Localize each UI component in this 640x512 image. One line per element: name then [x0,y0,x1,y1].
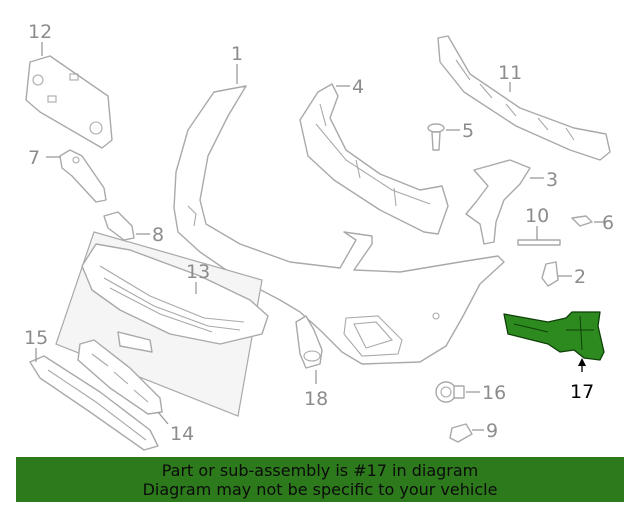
part-4-upper-support[interactable] [299,83,449,235]
part-17-highlighted-bracket[interactable] [503,311,605,361]
banner-line-2: Diagram may not be specific to your vehi… [142,479,498,499]
callout-15[interactable]: 15 [24,327,48,349]
callout-3[interactable]: 3 [546,169,558,191]
part-14-lower-grille[interactable] [77,339,163,415]
part-9-cover[interactable] [449,423,473,443]
part-5-bolt[interactable] [427,123,445,151]
part-13-grille[interactable] [55,231,269,417]
callout-2[interactable]: 2 [574,266,586,288]
callout-7[interactable]: 7 [28,147,40,169]
part-16-sensor[interactable] [435,381,465,403]
part-6-clip[interactable] [571,215,593,227]
part-3-side-bracket[interactable] [465,159,531,245]
callout-10[interactable]: 10 [525,205,549,227]
callout-18[interactable]: 18 [304,388,328,410]
callout-11[interactable]: 11 [498,62,522,84]
part-12-license-plate-bracket[interactable] [25,55,113,149]
part-8-clip[interactable] [103,211,135,241]
parts-diagram: 12 7 8 1 4 5 11 [24,21,614,451]
callout-12[interactable]: 12 [28,21,52,43]
callout-1[interactable]: 1 [231,43,243,65]
callout-16[interactable]: 16 [482,382,506,404]
part-10-trim-strip[interactable] [517,239,561,246]
callout-6[interactable]: 6 [602,212,614,234]
callout-14[interactable]: 14 [170,423,194,445]
part-18-bracket[interactable] [295,315,323,369]
part-2-bracket[interactable] [541,261,559,287]
part-11-reinforcement[interactable] [437,35,611,161]
callout-13[interactable]: 13 [186,261,210,283]
callout-5[interactable]: 5 [462,120,474,142]
banner-line-1: Part or sub-assembly is #17 in diagram [161,460,479,480]
fitment-notice-banner: Part or sub-assembly is #17 in diagram D… [16,457,624,502]
part-1-bumper-cover[interactable] [173,85,505,365]
callout-4[interactable]: 4 [352,76,364,98]
callout-9[interactable]: 9 [486,420,498,442]
part-15-lower-trim[interactable] [29,355,159,451]
callout-8[interactable]: 8 [152,224,164,246]
callout-17[interactable]: 17 [570,381,594,403]
part-7-bracket[interactable] [59,149,107,203]
